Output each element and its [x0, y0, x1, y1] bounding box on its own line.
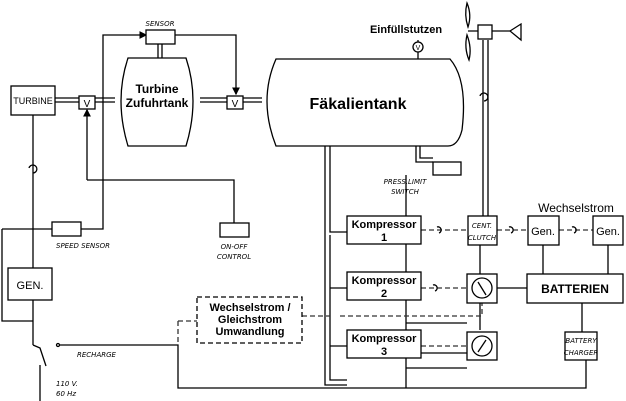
svg-text:CENT.: CENT.	[472, 222, 492, 230]
svg-text:Zufuhrtank: Zufuhrtank	[126, 96, 189, 110]
kompressor-3: Kompressor 3	[346, 329, 422, 359]
pipes	[55, 40, 489, 386]
filler-valve: V Einfüllstutzen	[370, 24, 442, 59]
svg-text:Kompressor: Kompressor	[352, 275, 418, 287]
on-off-control: ON-OFF CONTROL	[217, 222, 251, 261]
svg-text:Gleichstrom: Gleichstrom	[218, 314, 282, 326]
main-tank: Fäkalientank	[266, 58, 465, 147]
svg-text:BATTERIEN: BATTERIEN	[541, 282, 609, 296]
rotation-icons	[28, 92, 577, 292]
svg-text:CONTROL: CONTROL	[217, 253, 251, 261]
recharge-label: RECHARGE	[77, 351, 117, 359]
svg-text:Kompressor: Kompressor	[352, 333, 418, 345]
battery-charger: BATTERY CHARGER	[564, 331, 599, 361]
generator-2: Gen.	[592, 215, 624, 246]
svg-text:Wechselstrom /: Wechselstrom /	[209, 302, 290, 314]
svg-text:Umwandlung: Umwandlung	[215, 326, 284, 338]
switch-gauge-1	[466, 273, 498, 304]
svg-text:V: V	[416, 45, 421, 52]
svg-text:3: 3	[381, 346, 387, 358]
svg-text:PRESS.LIMIT: PRESS.LIMIT	[384, 178, 427, 186]
svg-text:1: 1	[381, 232, 387, 244]
valve-2: V	[226, 95, 244, 110]
svg-text:GEN.: GEN.	[17, 280, 44, 292]
turbine-label: TURBINE	[13, 96, 53, 106]
svg-text:V: V	[84, 99, 91, 110]
centrifugal-clutch: CENT. CLUTCH	[467, 215, 498, 246]
turbine-box: TURBINE	[10, 85, 56, 116]
ac-label: Wechselstrom	[538, 201, 614, 215]
speed-sensor: SPEED SENSOR	[51, 221, 110, 250]
turbine-supply-tank: Turbine Zufuhrtank	[120, 57, 194, 147]
svg-text:Gen.: Gen.	[531, 226, 555, 238]
svg-text:Kompressor: Kompressor	[352, 219, 418, 231]
svg-text:2: 2	[381, 288, 387, 300]
svg-text:BATTERY: BATTERY	[565, 337, 597, 345]
kompressor-1: Kompressor 1	[346, 215, 422, 245]
svg-text:CLUTCH: CLUTCH	[468, 234, 497, 242]
generator-1: Gen.	[527, 215, 560, 246]
svg-text:ON-OFF: ON-OFF	[221, 243, 249, 251]
mains-frequency: 60 Hz	[56, 390, 76, 398]
svg-text:Fäkalientank: Fäkalientank	[310, 96, 407, 113]
svg-text:Einfüllstutzen: Einfüllstutzen	[370, 24, 442, 36]
svg-text:V: V	[232, 99, 239, 110]
kompressor-2: Kompressor 2	[346, 271, 422, 301]
svg-text:CHARGER: CHARGER	[564, 349, 599, 357]
svg-text:SENSOR: SENSOR	[146, 20, 175, 28]
mains-voltage: 110 V.	[56, 380, 78, 388]
svg-text:Gen.: Gen.	[596, 226, 620, 238]
svg-text:SWITCH: SWITCH	[391, 188, 420, 196]
ac-dc-converter: Wechselstrom / Gleichstrom Umwandlung	[196, 296, 303, 344]
valve-1: V	[78, 95, 96, 110]
press-limit-switch: PRESS.LIMIT SWITCH	[384, 161, 462, 196]
switch-gauge-2	[466, 331, 498, 361]
sensor: SENSOR	[145, 20, 176, 45]
generator-left: GEN.	[7, 267, 53, 301]
batteries: BATTERIEN	[526, 273, 624, 304]
mains-switch[interactable]	[32, 342, 61, 367]
svg-text:Turbine: Turbine	[135, 82, 178, 96]
wind-turbine	[465, 0, 522, 63]
svg-text:SPEED SENSOR: SPEED SENSOR	[56, 242, 110, 250]
